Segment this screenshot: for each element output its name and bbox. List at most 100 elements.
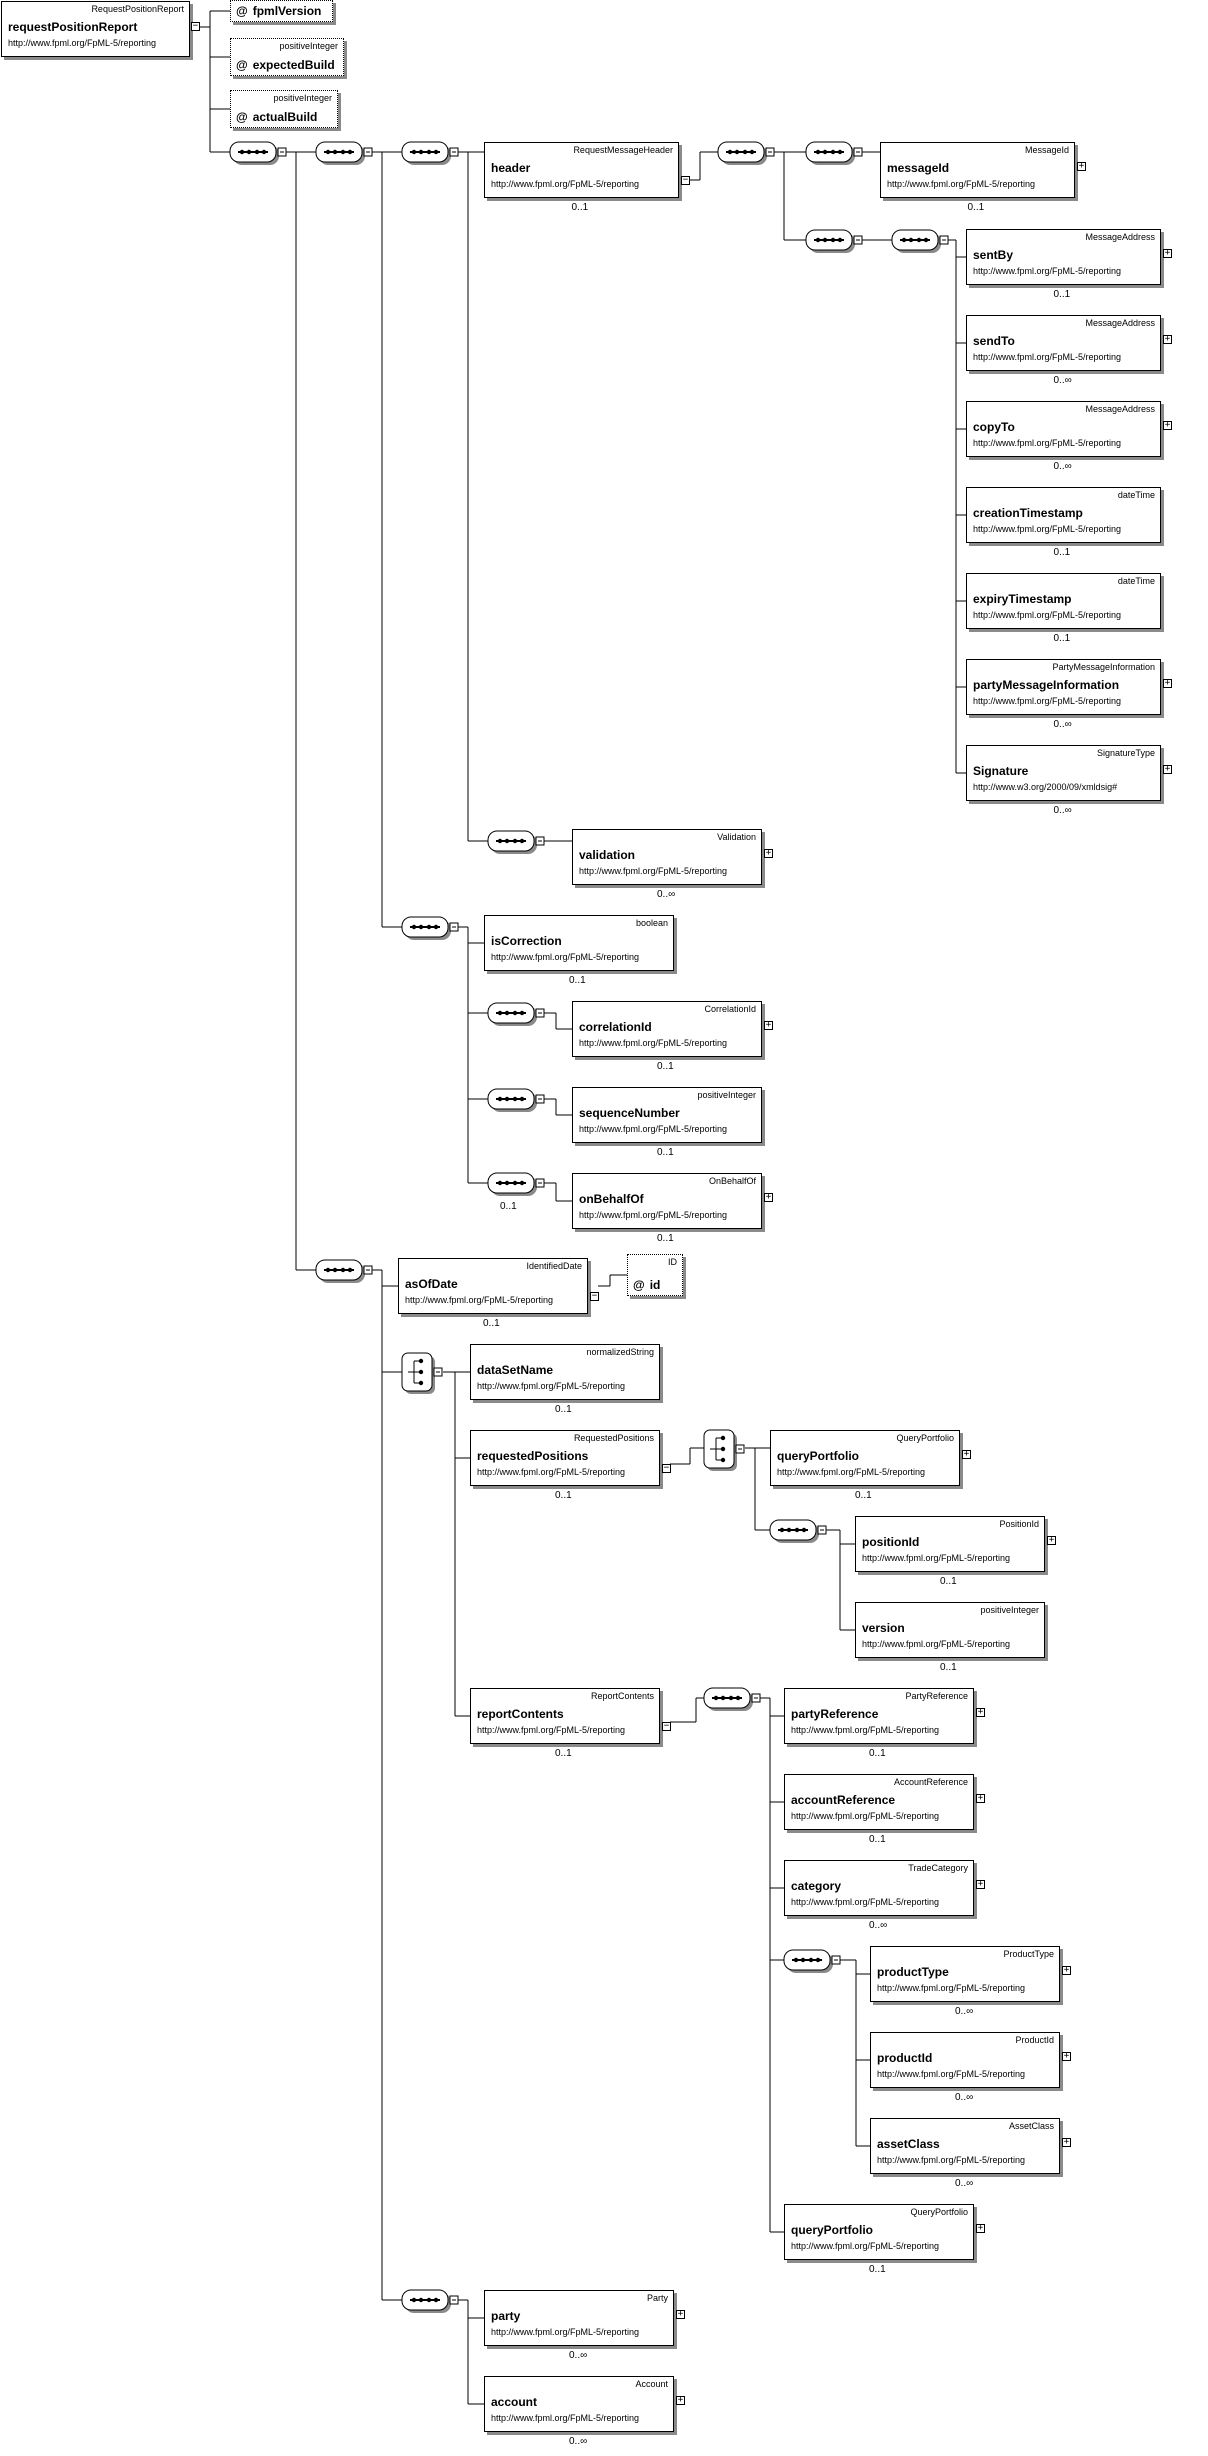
element-type: dateTime	[1117, 576, 1155, 586]
element-namespace: http://www.fpml.org/FpML-5/reporting	[491, 2413, 640, 2423]
sequence-icon[interactable]	[487, 1088, 537, 1112]
element-cardinality: 0..1	[940, 1662, 957, 1673]
element-cardinality: 0..∞	[657, 889, 676, 900]
attribute-fpmlversion[interactable]: @fpmlVersion	[230, 0, 333, 22]
element-cardinality: 0..∞	[955, 2092, 974, 2103]
plus-box-icon[interactable]: +	[1077, 161, 1086, 171]
sequence-icon[interactable]	[315, 1259, 365, 1283]
plus-box-icon[interactable]: +	[1163, 248, 1172, 258]
element-cardinality: 0..1	[571, 202, 589, 213]
plus-box-icon[interactable]: +	[1163, 334, 1172, 344]
element-name: validation	[579, 848, 636, 862]
sequence-icon[interactable]	[229, 141, 279, 165]
sequence-icon[interactable]	[401, 141, 451, 165]
plus-box-icon[interactable]: +	[1062, 2137, 1071, 2147]
element-name: account	[491, 2395, 538, 2409]
plus-box-icon[interactable]: +	[676, 2309, 685, 2319]
plus-box-icon[interactable]: +	[1062, 2051, 1071, 2061]
element-type: QueryPortfolio	[896, 1433, 954, 1443]
plus-box-icon[interactable]: +	[976, 1879, 985, 1889]
choice-icon[interactable]	[401, 1352, 435, 1394]
minus-box-icon[interactable]: −	[662, 1463, 671, 1473]
minus-box-icon[interactable]: −	[662, 1721, 671, 1731]
plus-box-icon[interactable]: +	[764, 1020, 773, 1030]
sequence-icon[interactable]	[891, 229, 941, 253]
element-cardinality: 0..∞	[955, 2178, 974, 2189]
plus-box-icon[interactable]: +	[976, 2223, 985, 2233]
minus-box-icon[interactable]: −	[681, 175, 690, 185]
sequence-icon[interactable]	[315, 141, 365, 165]
element-namespace: http://www.fpml.org/FpML-5/reporting	[477, 1381, 626, 1391]
sequence-icon[interactable]	[487, 1172, 537, 1196]
element-namespace: http://www.fpml.org/FpML-5/reporting	[973, 352, 1122, 362]
sequence-icon[interactable]	[717, 141, 767, 165]
sequence-icon[interactable]	[805, 229, 855, 253]
sequence-icon[interactable]	[401, 2289, 451, 2313]
element-cardinality: 0..1	[1053, 289, 1071, 300]
plus-box-icon[interactable]: +	[1047, 1535, 1056, 1545]
attribute-expectedbuild[interactable]: positiveInteger @expectedBuild	[230, 38, 344, 76]
sequence-icon[interactable]	[487, 830, 537, 854]
plus-box-icon[interactable]: +	[962, 1449, 971, 1459]
sequence-icon[interactable]	[401, 916, 451, 940]
plus-box-icon[interactable]: +	[1163, 764, 1172, 774]
attribute-id[interactable]: ID @id	[627, 1254, 683, 1296]
root-element-box[interactable]: RequestPositionReport requestPositionRep…	[1, 1, 190, 57]
attribute-actualbuild[interactable]: positiveInteger @actualBuild	[230, 90, 338, 128]
element-cardinality: 0..∞	[569, 2436, 588, 2447]
sequence-icon[interactable]	[703, 1687, 753, 1711]
minus-box-icon[interactable]: −	[590, 1291, 599, 1301]
element-cardinality: 0..∞	[955, 2006, 974, 2017]
element-name: onBehalfOf	[579, 1192, 644, 1206]
plus-box-icon[interactable]: +	[976, 1707, 985, 1717]
plus-box-icon[interactable]: +	[1163, 678, 1172, 688]
sequence-icon[interactable]	[487, 1002, 537, 1026]
element-name: reportContents	[477, 1707, 564, 1721]
sequence-icon[interactable]	[783, 1949, 833, 1973]
element-type: IdentifiedDate	[526, 1261, 582, 1271]
choice-icon[interactable]	[703, 1429, 737, 1471]
minus-box-icon[interactable]: −	[191, 21, 200, 31]
plus-box-icon[interactable]: +	[976, 1793, 985, 1803]
plus-box-icon[interactable]: +	[1163, 420, 1172, 430]
plus-box-icon[interactable]: +	[764, 848, 773, 858]
element-cardinality: 0..1	[869, 2264, 886, 2275]
sequence-icon[interactable]	[805, 141, 855, 165]
plus-box-icon[interactable]: +	[676, 2395, 685, 2405]
element-type: Party	[646, 2293, 668, 2303]
sequence-icon[interactable]	[769, 1519, 819, 1543]
plus-box-icon[interactable]: +	[1062, 1965, 1071, 1975]
sequence-cardinality: 0..1	[500, 1201, 517, 1212]
plus-box-icon[interactable]: +	[764, 1192, 773, 1202]
